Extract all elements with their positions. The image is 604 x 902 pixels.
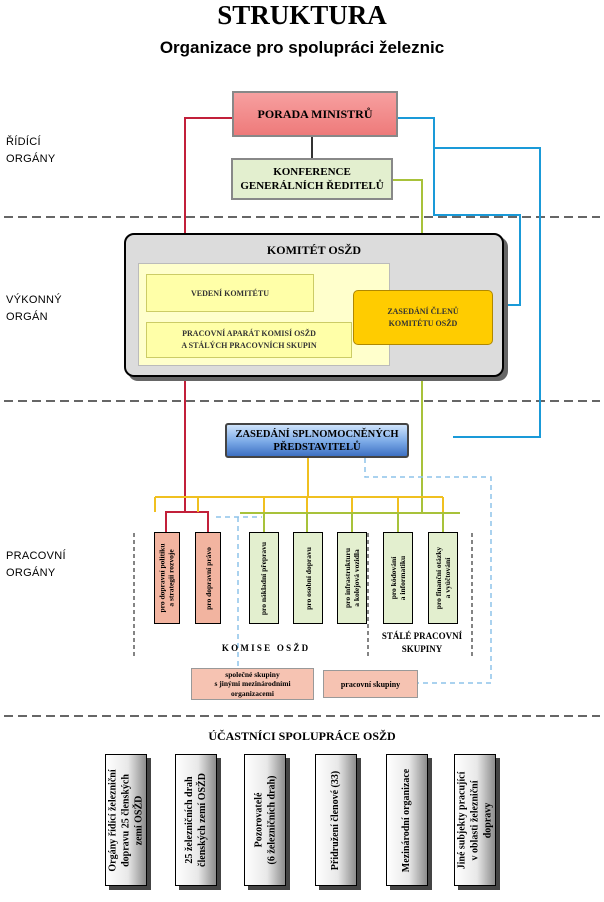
stale-skupiny-label: STÁLÉ PRACOVNÍ SKUPINY	[381, 631, 463, 654]
zasedani-clenu-box: ZASEDÁNÍ ČLENŮ KOMITÉTU OSŽD	[353, 290, 493, 345]
blue-connector	[433, 148, 521, 306]
konference-box: KONFERENCE GENERÁLNÍCH ŘEDITELŮ	[231, 158, 393, 200]
commission-box-nakladni: pro nákladní přepravu	[249, 532, 279, 624]
participant-box-pozorovatele: Pozorovatelé(6 železničních drah)	[244, 754, 286, 886]
blue-connector	[398, 117, 541, 438]
page-title: STRUKTURA	[217, 0, 387, 30]
participant-box-mezinarodni: Mezinárodní organizace	[386, 754, 428, 886]
aparat-box: PRACOVNÍ APARÁT KOMISÍ OSŽD A STÁLÝCH PR…	[146, 322, 352, 358]
zasedani-splnomocnenych-box: ZASEDÁNÍ SPLNOMOCNĚNÝCH PŘEDSTAVITELŮ	[225, 423, 409, 458]
commission-box-osobni: pro osobní dopravu	[293, 532, 323, 624]
vedeni-komitetu-box: VEDENÍ KOMITÉTU	[146, 274, 314, 312]
spolecne-skupiny-box: společné skupiny s jinými mezinárodními …	[191, 668, 314, 700]
participant-box-pridruzeni: Přidružení členové (33)	[315, 754, 357, 886]
porada-ministru-box: PORADA MINISTRŮ	[232, 91, 398, 137]
komise-label: K O M I S E O S Ž D	[221, 643, 309, 653]
page-subtitle: Organizace pro spolupráci železnic	[159, 38, 445, 57]
commission-box-pravo: pro dopravní právo	[195, 532, 221, 624]
dashed-connector	[364, 458, 492, 684]
participants-title: ÚČASTNÍCI SPOLUPRÁCE OSŽD	[208, 729, 396, 743]
section-label-vykonny: VÝKONNÝ ORGÁN	[6, 294, 62, 323]
komitet-title: KOMITÉT OSŽD	[266, 242, 362, 257]
red-connector	[185, 511, 209, 532]
pracovni-skupiny-box: pracovní skupiny	[323, 670, 418, 698]
section-label-ridici: ŘÍDÍCÍ ORGÁNY	[6, 136, 56, 165]
section-label-pracovni: PRACOVNÍ ORGÁNY	[6, 550, 66, 579]
